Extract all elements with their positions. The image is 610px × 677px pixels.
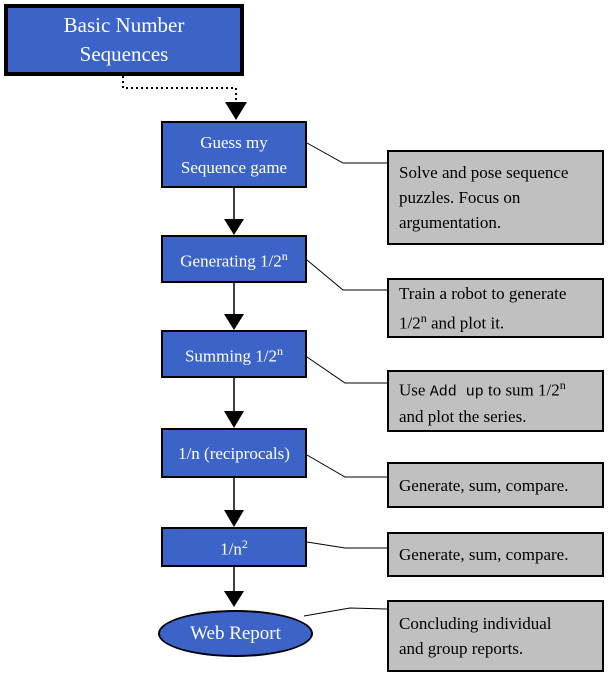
annotation-connector (306, 454, 387, 478)
node-label-text: 1/n (220, 539, 242, 559)
annotation-connector (306, 259, 387, 291)
annotation-text-line: and group reports. (399, 639, 524, 658)
superscript-n: n (277, 344, 284, 359)
annotation-connector (303, 607, 388, 617)
node-web-report: Web Report (158, 610, 313, 657)
annotation-connector (306, 142, 387, 164)
node-label: 1/n2 (220, 532, 248, 562)
annotation-connector (306, 541, 387, 549)
node-label: Web Report (190, 622, 281, 644)
node-label-text: Generating 1/2 (180, 251, 282, 271)
node-label-line: Guess my (200, 132, 268, 152)
annotation-text-line: Train a robot to generate (399, 283, 567, 303)
title-line-1: Basic Number (63, 13, 185, 37)
annotation-n-squared: Generate, sum, compare. (387, 532, 604, 577)
node-label-line: Sequence game (180, 157, 288, 177)
node-label: 1/n (reciprocals) (178, 443, 290, 463)
annotation-generating: Train a robot to generate 1/2n and plot … (387, 278, 604, 338)
annotation-text-line: Generate, sum, compare. (399, 475, 569, 495)
node-label: Generating 1/2n (180, 244, 288, 274)
annotation-text-line: Generate, sum, compare. (399, 545, 569, 564)
annotation-text-line: puzzles. Focus on (399, 188, 521, 207)
node-guess-my-sequence-game: Guess my Sequence game (161, 121, 307, 188)
annotation-text-part: to sum 1/2 (483, 380, 560, 400)
title-box: Basic Number Sequences (4, 4, 244, 76)
annotation-connectors (303, 142, 388, 617)
code-text-add-up: Add up (429, 383, 484, 401)
superscript-n: n (420, 310, 427, 325)
dotted-arrow-line (122, 76, 237, 102)
arrow-head-icon (224, 219, 244, 235)
node-summing-1-2n: Summing 1/2n (161, 330, 307, 378)
annotation-summing: Use Add up to sum 1/2n and plot the seri… (387, 370, 604, 432)
annotation-connector (306, 356, 387, 384)
superscript-2: 2 (241, 537, 248, 552)
title-line-2: Sequences (79, 42, 169, 66)
annotation-text-part: Use (399, 380, 430, 400)
node-generating-1-2n: Generating 1/2n (161, 235, 307, 283)
annotation-text-line: Concluding individual (399, 614, 552, 633)
annotation-text-part: and plot it. (426, 313, 505, 333)
superscript-n: n (559, 377, 566, 392)
annotation-reciprocals: Generate, sum, compare. (387, 462, 604, 508)
arrow-head-icon (224, 510, 244, 527)
node-label-text: Summing 1/2 (184, 346, 278, 366)
annotation-text-line: 1/2n and plot it. (399, 306, 597, 336)
annotation-text-line: Use Add up to sum 1/2n (399, 373, 597, 405)
dotted-arrow-head-icon (225, 102, 247, 120)
annotation-text-line: argumentation. (399, 213, 502, 232)
arrow-head-icon (224, 314, 244, 330)
annotation-text-line: and plot the series. (399, 407, 527, 427)
annotation-text-line: Solve and pose sequence (399, 163, 569, 182)
flow-arrow-heads (224, 219, 244, 607)
annotation-text-part: 1/2 (399, 313, 421, 333)
arrow-head-icon (224, 411, 244, 428)
arrow-head-icon (224, 591, 244, 607)
annotation-web-report: Concluding individual and group reports. (387, 600, 604, 672)
superscript-n: n (281, 249, 288, 264)
node-1-n-reciprocals: 1/n (reciprocals) (161, 428, 307, 478)
node-label: Summing 1/2n (185, 339, 283, 369)
annotation-guess-game: Solve and pose sequence puzzles. Focus o… (387, 150, 604, 245)
node-1-n-squared: 1/n2 (161, 527, 307, 567)
